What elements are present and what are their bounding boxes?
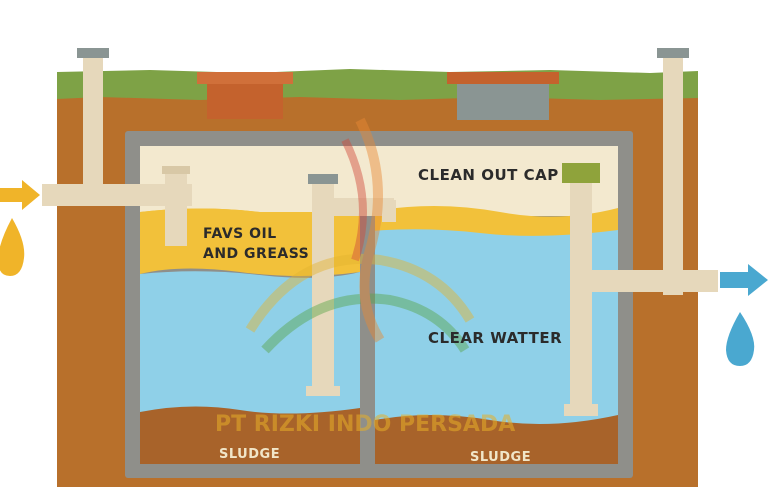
lid-left (207, 79, 283, 119)
middle-pipe-cap (308, 174, 338, 184)
water-layer (140, 229, 618, 438)
sludge-label-right: SLUDGE (470, 450, 532, 465)
fats-oil-grease-label: FAVS OIL AND GREASS (203, 224, 309, 264)
fats-label-line1: FAVS OIL (203, 226, 277, 242)
outlet-vent-cap (657, 48, 689, 58)
grass-strip (57, 69, 698, 100)
outlet-foot (564, 404, 598, 416)
middle-cross-down (382, 200, 396, 222)
lid-left-top (197, 72, 293, 84)
sludge-label-left: SLUDGE (219, 447, 281, 462)
outlet-pipe (578, 270, 718, 292)
lid-right-top (447, 72, 559, 84)
watermark-logo (245, 117, 475, 354)
inlet-vent-cap (77, 48, 109, 58)
clean-out-cap (562, 163, 600, 183)
inflow-drop-icon (0, 218, 25, 276)
watermark-text: PT RIZKI INDO PERSADA (215, 412, 516, 437)
inflow-arrow-icon (0, 180, 40, 210)
lid-right (457, 80, 549, 120)
outflow-arrow-icon (720, 264, 768, 296)
inlet-pipe (42, 184, 192, 206)
clear-water-label: CLEAR WATTER (428, 329, 563, 347)
sludge-right (375, 415, 618, 464)
sludge-left (140, 406, 360, 464)
clean-out-cap-label: CLEAN OUT CAP (418, 166, 559, 184)
inlet-vent-pipe (83, 55, 103, 200)
outlet-down-pipe (570, 178, 592, 410)
inlet-tee-down (165, 170, 187, 246)
middle-cross (334, 198, 394, 216)
fats-layer-left (140, 208, 360, 276)
middle-foot (306, 386, 340, 396)
partition-wall (360, 212, 375, 478)
outflow-drop-icon (726, 312, 755, 366)
outlet-vent-pipe (663, 55, 683, 295)
inlet-tee-cap (162, 166, 190, 174)
middle-pipe (312, 180, 334, 395)
fats-label-line2: AND GREASS (203, 246, 310, 262)
